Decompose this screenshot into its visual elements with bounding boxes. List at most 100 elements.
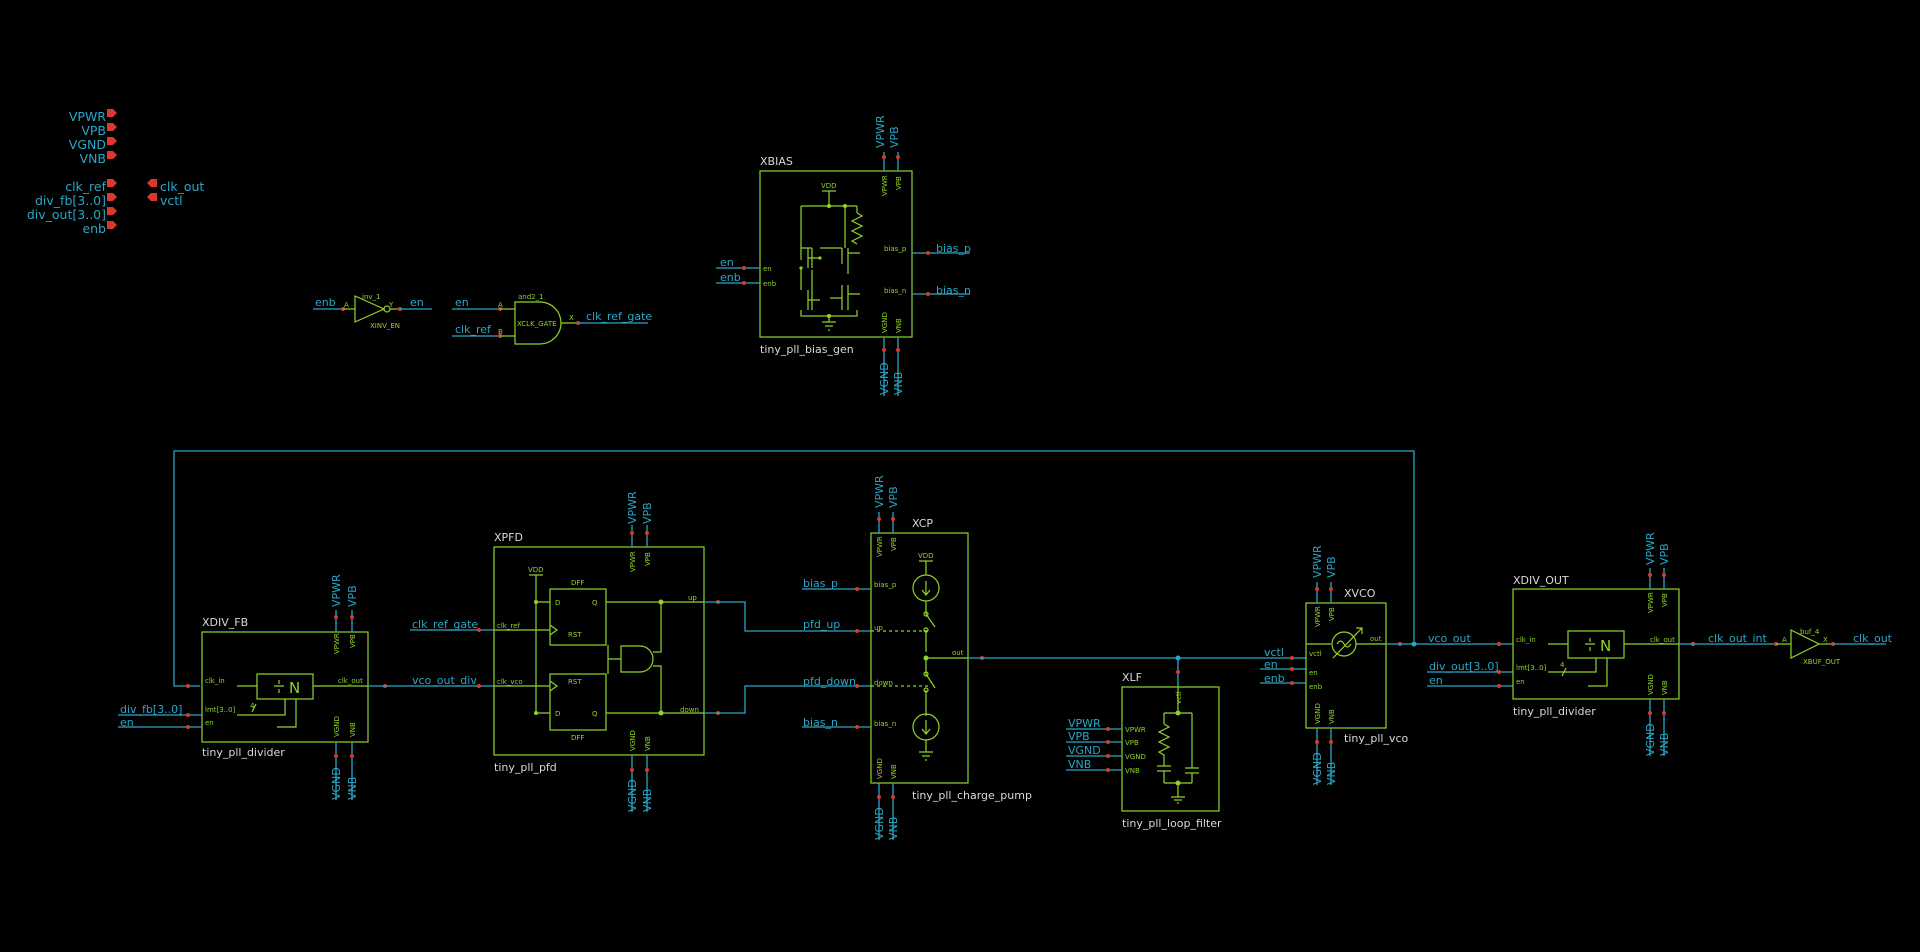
- svg-text:tiny_pll_pfd: tiny_pll_pfd: [494, 761, 557, 774]
- svg-text:VNB: VNB: [641, 789, 654, 812]
- svg-text:Q: Q: [592, 599, 598, 607]
- io-pin-vgnd[interactable]: VGND: [69, 137, 117, 152]
- svg-text:div_out[3..0]: div_out[3..0]: [27, 207, 106, 222]
- svg-text:VGND: VGND: [881, 312, 889, 333]
- svg-text:VNB: VNB: [80, 151, 106, 166]
- svg-text:VGND: VGND: [1125, 753, 1146, 761]
- svg-text:XBUF_OUT: XBUF_OUT: [1803, 658, 1841, 666]
- svg-text:RST: RST: [568, 631, 582, 639]
- svg-text:DFF: DFF: [571, 579, 584, 587]
- svg-text:VPWR: VPWR: [330, 574, 343, 607]
- inverter-xinv-en[interactable]: enb en inv_1 A Y XINV_EN: [313, 293, 432, 330]
- svg-text:clk_in: clk_in: [205, 677, 225, 685]
- svg-text:clk_ref_gate: clk_ref_gate: [586, 310, 652, 323]
- and-gate-xclk-gate[interactable]: en clk_ref and2_1 XCLK_GATE A B X clk_re…: [452, 293, 652, 345]
- feedback-wire: [173, 450, 1415, 687]
- svg-text:lmt[3..0]: lmt[3..0]: [1516, 664, 1547, 672]
- svg-text:XLF: XLF: [1122, 671, 1142, 684]
- block-xcp[interactable]: XCP tiny_pll_charge_pump VPWR VPB VPWR V…: [855, 475, 1032, 840]
- svg-text:4: 4: [1560, 661, 1565, 669]
- svg-text:bias_n: bias_n: [884, 287, 906, 295]
- svg-text:VPWR: VPWR: [1125, 726, 1146, 734]
- svg-text:vctl: vctl: [160, 193, 183, 208]
- io-pin-div-out[interactable]: div_out[3..0]: [27, 207, 117, 222]
- svg-text:bias_p: bias_p: [884, 245, 907, 253]
- svg-text:XCLK_GATE: XCLK_GATE: [517, 320, 557, 328]
- svg-text:VPB: VPB: [895, 176, 903, 190]
- svg-text:VNB: VNB: [890, 764, 898, 779]
- svg-text:VPB: VPB: [1068, 730, 1090, 743]
- svg-text:VPWR: VPWR: [874, 115, 887, 148]
- block-xpfd[interactable]: XPFD tiny_pll_pfd VPWR VPB VPWR VPB VGND…: [477, 491, 720, 812]
- instance-name-xbias: XBIAS: [760, 155, 793, 168]
- svg-text:clk_ref: clk_ref: [497, 622, 520, 630]
- svg-text:VPWR: VPWR: [1068, 717, 1101, 730]
- svg-text:VPWR: VPWR: [626, 491, 639, 524]
- io-pin-list: VPWR VPB VGND VNB clk_ref div_fb[3..0] d…: [27, 109, 204, 236]
- svg-text:en: en: [1309, 669, 1318, 677]
- block-xlf[interactable]: XLF tiny_pll_loop_filter vctl VPWR VPB V…: [1066, 670, 1222, 830]
- svg-text:enb: enb: [720, 271, 741, 284]
- net-label-clk-out-int: clk_out_int: [1708, 632, 1768, 645]
- svg-text:D: D: [555, 599, 560, 607]
- svg-text:VGND: VGND: [1068, 744, 1101, 757]
- svg-text:VGND: VGND: [878, 362, 891, 395]
- io-pin-div-fb[interactable]: div_fb[3..0]: [35, 193, 117, 208]
- io-pin-vpwr[interactable]: VPWR: [69, 109, 117, 124]
- svg-text:VPWR: VPWR: [1311, 545, 1324, 578]
- io-pin-vnb[interactable]: VNB: [80, 151, 117, 166]
- svg-text:en: en: [1429, 674, 1443, 687]
- svg-text:VPWR: VPWR: [629, 551, 637, 572]
- svg-text:clk_ref: clk_ref: [455, 323, 492, 336]
- svg-text:clk_out: clk_out: [1853, 632, 1893, 645]
- io-pin-clk-ref[interactable]: clk_ref: [65, 179, 117, 194]
- svg-text:VPB: VPB: [1658, 543, 1671, 565]
- io-pin-vctl[interactable]: vctl: [147, 193, 183, 208]
- svg-text:vctl: vctl: [1175, 691, 1183, 704]
- svg-text:enb: enb: [1309, 683, 1323, 691]
- svg-text:4: 4: [250, 702, 255, 710]
- io-pin-vpb[interactable]: VPB: [81, 123, 117, 138]
- svg-text:vctl: vctl: [1309, 650, 1322, 658]
- svg-text:VNB: VNB: [1658, 733, 1671, 756]
- io-pin-enb[interactable]: enb: [82, 221, 117, 236]
- svg-text:VGND: VGND: [873, 807, 886, 840]
- svg-text:vctl: vctl: [1264, 646, 1284, 659]
- net-label-enb: enb: [315, 296, 336, 309]
- svg-text:en: en: [763, 265, 772, 273]
- svg-text:tiny_pll_bias_gen: tiny_pll_bias_gen: [760, 343, 854, 356]
- svg-text:bias_n: bias_n: [936, 284, 971, 297]
- svg-text:clk_out: clk_out: [160, 179, 204, 194]
- svg-text:bias_p: bias_p: [874, 581, 897, 589]
- svg-text:XDIV_FB: XDIV_FB: [202, 616, 248, 629]
- block-xbias[interactable]: XBIAS tiny_pll_bias_gen VPWR VPB VPWR VP…: [716, 115, 971, 396]
- block-xdiv-fb[interactable]: XDIV_FB tiny_pll_divider VPWR VPB VPWR V…: [118, 574, 387, 800]
- svg-text:bias_n: bias_n: [803, 716, 838, 729]
- svg-text:out: out: [952, 649, 964, 657]
- buffer-xbuf-out[interactable]: buf_4 A X XBUF_OUT clk_out: [1774, 628, 1893, 666]
- svg-text:enb: enb: [763, 280, 777, 288]
- svg-text:clk_vco: clk_vco: [497, 678, 523, 686]
- svg-text:A: A: [1782, 636, 1787, 644]
- svg-text:Y: Y: [388, 301, 394, 309]
- block-xvco[interactable]: XVCO tiny_pll_vco VPWR VPB VPWR VPB VGND…: [1290, 545, 1409, 785]
- svg-text:en: en: [1264, 658, 1278, 671]
- svg-text:VNB: VNB: [644, 736, 652, 751]
- svg-text:VPB: VPB: [888, 126, 901, 148]
- svg-text:up: up: [874, 624, 883, 632]
- svg-text:VGND: VGND: [1311, 752, 1324, 785]
- svg-text:VPWR: VPWR: [1644, 532, 1657, 565]
- svg-text:VPB: VPB: [887, 486, 900, 508]
- svg-text:N: N: [1600, 637, 1611, 655]
- net-label-vco-out-div: vco_out_div: [412, 674, 477, 687]
- svg-text:VGND: VGND: [330, 767, 343, 800]
- svg-text:inv_1: inv_1: [362, 293, 380, 301]
- io-pin-clk-out[interactable]: clk_out: [147, 179, 204, 194]
- svg-text:enb: enb: [1264, 672, 1285, 685]
- svg-text:VGND: VGND: [626, 779, 639, 812]
- svg-text:clk_in: clk_in: [1516, 636, 1536, 644]
- svg-text:pfd_down: pfd_down: [803, 675, 856, 688]
- svg-text:B: B: [498, 328, 503, 336]
- svg-text:VDD: VDD: [918, 552, 934, 560]
